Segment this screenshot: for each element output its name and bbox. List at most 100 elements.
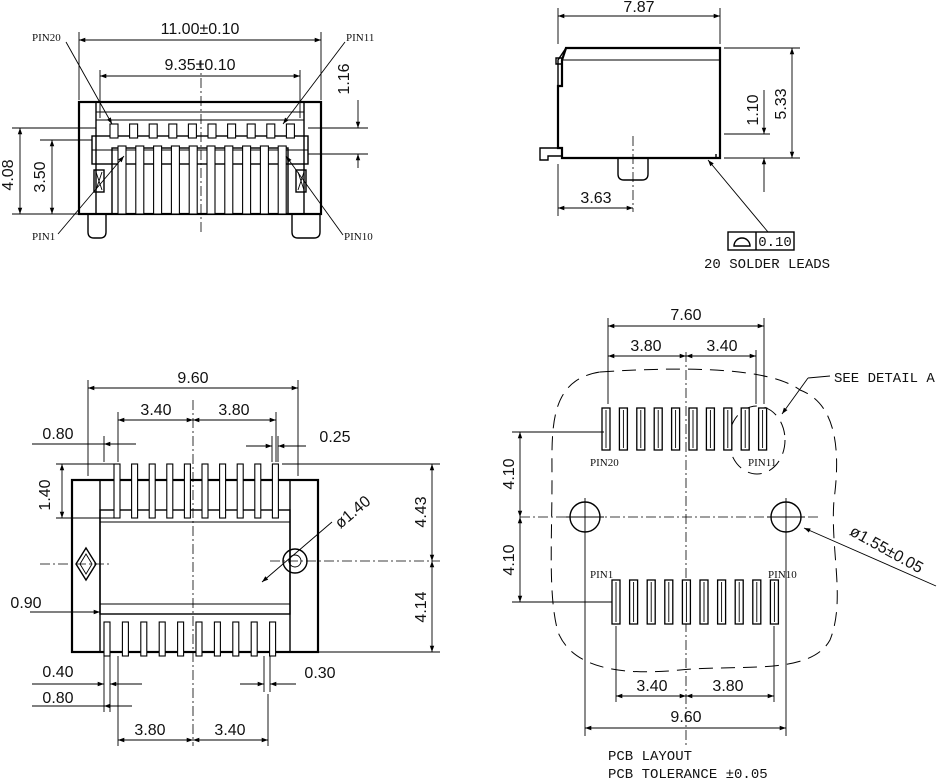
top-view-pin <box>259 145 269 215</box>
pcb-layout: 7.60 3.80 3.40 4.10 4.10 ø1.55±0.05 SEE … <box>501 307 937 783</box>
bottom-dim-left-span: 3.40 <box>140 402 171 419</box>
bottom-dim-bottom-right-span: 3.40 <box>214 722 245 739</box>
bottom-view-lead <box>103 621 111 657</box>
flatness-value: 0.10 <box>758 235 792 251</box>
bottom-view-lead <box>236 463 244 519</box>
bottom-dim-lead-width-top: 0.25 <box>319 429 350 446</box>
bottom-view-lead <box>113 463 121 519</box>
top-view-pin <box>242 145 252 215</box>
pcb-label-pin10: PIN10 <box>768 569 797 581</box>
flatness-frame: 0.10 <box>727 231 795 251</box>
bottom-dim-side-offset: 0.90 <box>10 595 41 612</box>
top-view-pin <box>109 123 119 139</box>
bottom-dim-hole: ø1.40 <box>332 493 374 532</box>
bottom-view-lead <box>201 463 209 519</box>
bottom-dim-right-span: 3.80 <box>218 402 249 419</box>
pcb-label-pin20: PIN20 <box>590 457 619 469</box>
bottom-dim-lead-length: 1.40 <box>37 479 54 510</box>
top-label-pin20: PIN20 <box>32 32 61 44</box>
pcb-dim-lower-row: 4.10 <box>501 544 518 575</box>
pcb-keepout-outline <box>550 368 838 673</box>
top-dim-pin-span: 9.35±0.10 <box>164 57 235 74</box>
bottom-dim-bottom-left-span: 3.80 <box>134 722 165 739</box>
top-view-pin <box>129 123 139 139</box>
bottom-view-lead <box>166 463 174 519</box>
pcb-upper-pad-row <box>601 407 768 451</box>
top-label-pin10: PIN10 <box>344 231 373 243</box>
pcb-dim-left-span-top: 3.80 <box>630 338 661 355</box>
top-view-pin <box>206 145 216 215</box>
bottom-view-lead <box>219 463 227 519</box>
bottom-dim-lead-gap: 0.40 <box>42 664 73 681</box>
bottom-view-lead <box>121 621 129 657</box>
top-dim-inner-depth: 3.50 <box>32 161 49 192</box>
bottom-view-lead <box>140 621 148 657</box>
bottom-view-lead <box>148 463 156 519</box>
bottom-view-lead <box>177 621 185 657</box>
pcb-dim-width-bottom: 9.60 <box>670 709 701 726</box>
bottom-view-lower-leads <box>103 621 277 657</box>
top-view: 11.00±0.10 9.35±0.10 1.16 4.08 3.50 PIN2… <box>0 21 374 243</box>
bottom-view-lead <box>271 463 279 519</box>
top-dim-overall-width: 11.00±0.10 <box>161 21 240 38</box>
pcb-label-pin1: PIN1 <box>590 569 613 581</box>
side-view: 7.87 5.33 1.10 3.63 0.10 20 SOLDER LEADS <box>539 0 830 273</box>
bottom-dim-pitch: 0.80 <box>42 426 73 443</box>
pcb-dim-right-span-top: 3.40 <box>706 338 737 355</box>
bottom-view-diamond-post <box>75 546 97 582</box>
top-view-lower-pins <box>117 145 287 215</box>
pcb-dim-right-span-bottom: 3.80 <box>712 678 743 695</box>
top-label-pin1: PIN1 <box>32 231 55 243</box>
pcb-dim-left-span-bottom: 3.40 <box>636 678 667 695</box>
top-view-pin <box>187 123 197 139</box>
solder-leads-note: 20 SOLDER LEADS <box>704 257 830 273</box>
bottom-view: 9.60 3.40 3.80 0.80 0.25 1.40 ø1.40 4.43… <box>10 370 440 746</box>
top-view-pin <box>285 123 295 139</box>
side-dim-length: 7.87 <box>623 0 654 16</box>
top-view-pin <box>170 145 180 215</box>
top-view-pin <box>153 145 163 215</box>
top-view-pin <box>117 145 127 215</box>
bottom-view-lead <box>158 621 166 657</box>
bottom-view-lead <box>213 621 221 657</box>
top-view-pin <box>188 145 198 215</box>
top-view-pin <box>227 123 237 139</box>
bottom-view-lead <box>250 621 258 657</box>
top-dim-top-offset: 1.16 <box>336 63 353 94</box>
pcb-dim-upper-row: 4.10 <box>501 458 518 489</box>
pcb-dim-width-top: 7.60 <box>670 307 701 324</box>
bottom-view-lead <box>232 621 240 657</box>
top-label-pin11: PIN11 <box>346 32 374 44</box>
detail-callout: SEE DETAIL A <box>834 371 935 387</box>
top-view-pin <box>168 123 178 139</box>
side-dim-height: 5.33 <box>773 88 790 119</box>
bottom-view-lead <box>269 621 277 657</box>
top-view-pin <box>224 145 234 215</box>
side-dim-lead-height: 1.10 <box>745 94 762 125</box>
pcb-lower-pad-row <box>611 579 780 625</box>
bottom-view-upper-leads <box>113 463 279 519</box>
bottom-dim-lead-width-bottom: 0.30 <box>304 665 335 682</box>
top-view-pin <box>266 123 276 139</box>
top-view-pin <box>148 123 158 139</box>
top-view-pin <box>135 145 145 215</box>
bottom-dim-width: 9.60 <box>177 370 208 387</box>
bottom-dim-lower-offset: 4.14 <box>413 591 430 622</box>
bottom-view-lead <box>195 621 203 657</box>
top-view-upper-pins <box>109 123 295 139</box>
pcb-tolerance-note: PCB TOLERANCE ±0.05 <box>608 767 768 783</box>
side-dim-post-offset: 3.63 <box>580 190 611 207</box>
bottom-view-lead <box>131 463 139 519</box>
top-view-pin <box>207 123 217 139</box>
bottom-dim-pitch-bottom: 0.80 <box>42 690 73 707</box>
top-dim-overall-depth: 4.08 <box>0 159 17 190</box>
bottom-view-lead <box>254 463 262 519</box>
pcb-layout-title: PCB LAYOUT <box>608 749 692 765</box>
pcb-dim-hole: ø1.55±0.05 <box>847 523 926 577</box>
bottom-dim-upper-offset: 4.43 <box>413 496 430 527</box>
pcb-label-pin11: PIN11 <box>748 457 776 469</box>
flatness-symbol-icon <box>733 237 751 247</box>
top-view-pin <box>277 145 287 215</box>
bottom-view-lead <box>183 463 191 519</box>
